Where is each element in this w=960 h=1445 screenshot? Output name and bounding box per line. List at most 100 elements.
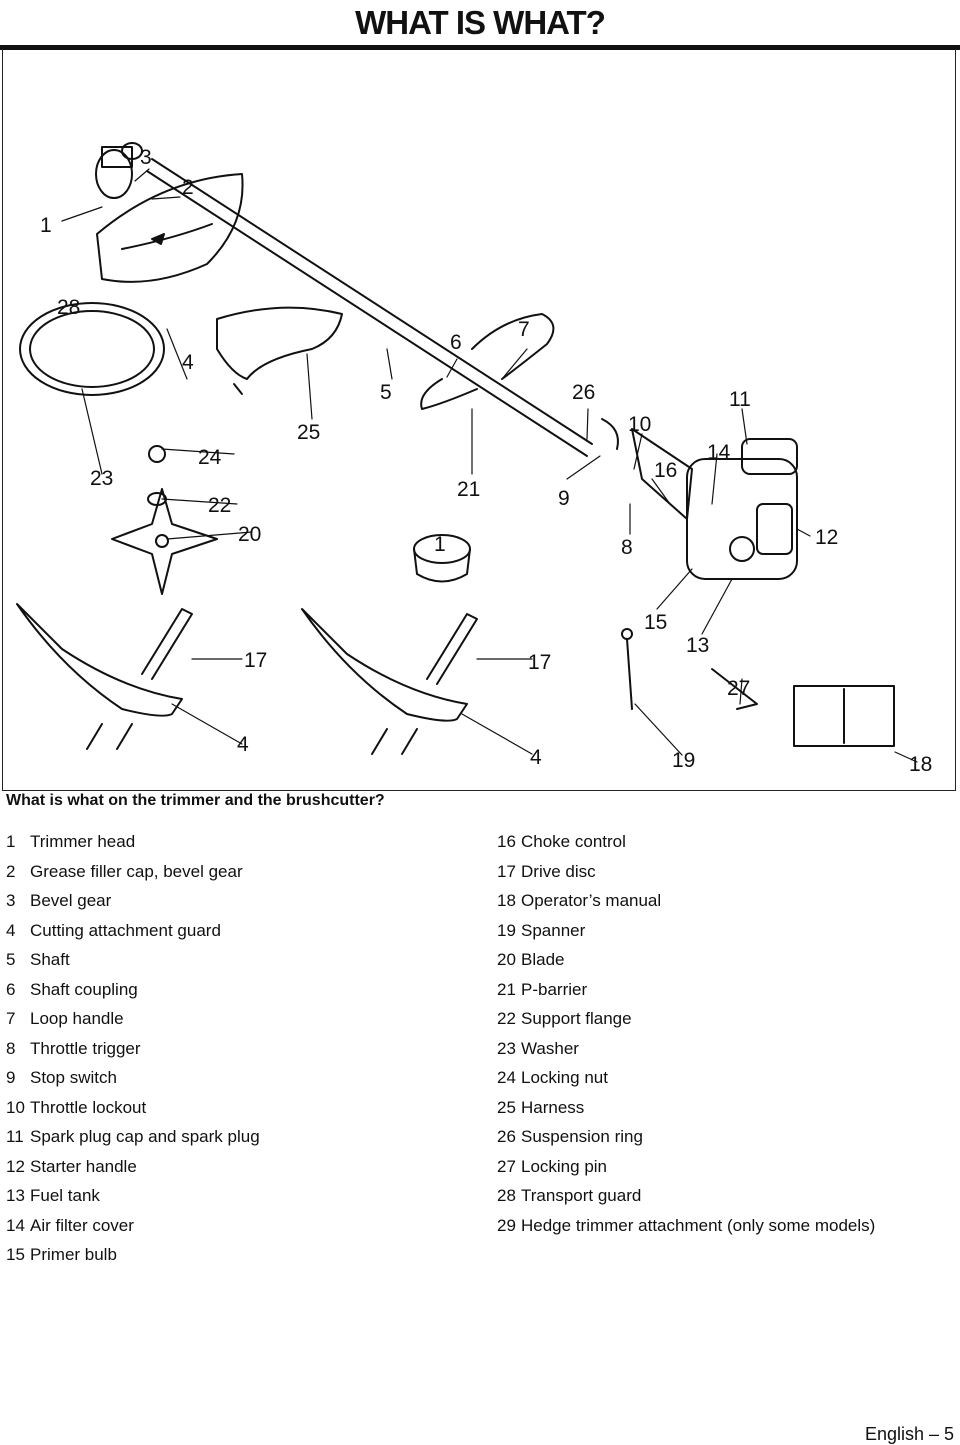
part-label: Locking nut [521,1068,608,1087]
callout-11: 11 [729,388,751,411]
part-label: Washer [521,1038,579,1058]
callout-25: 25 [297,421,320,444]
part-label: Suspension ring [521,1127,643,1146]
leader-lines [61,168,918,763]
guard-assembly-middle-drawing [301,608,478,755]
part-number: 6 [6,979,16,999]
part-label: Shaft [30,950,70,969]
part-label: Fuel tank [30,1186,100,1205]
part-number: 21 [497,979,516,999]
part-label: Primer bulb [30,1245,117,1264]
callout-1b: 1 [434,533,446,556]
list-item: 13 Fuel tank [6,1185,260,1215]
trimmer-brushcutter-illustration: 1 3 2 28 4 5 6 7 26 25 11 10 14 16 23 24… [16,142,932,776]
callout-8: 8 [621,536,633,559]
blade-drawing [111,488,218,595]
list-item: 15 Primer bulb [6,1244,260,1274]
callout-26: 26 [572,381,595,404]
part-label: Throttle trigger [30,1038,141,1058]
callout-12: 12 [815,526,838,549]
list-item: 5 Shaft [6,949,260,979]
list-item: 18 Operator’s manual [497,890,875,920]
callout-18: 18 [909,753,932,776]
part-number: 17 [497,861,516,881]
part-label: Support flange [521,1009,632,1028]
list-item: 26 Suspension ring [497,1126,875,1156]
part-number: 14 [6,1215,25,1235]
callout-2: 2 [182,176,194,199]
list-item: 22 Support flange [497,1008,875,1038]
callout-17a: 17 [244,649,267,672]
part-label: Blade [521,950,565,969]
part-label: Spark plug cap and spark plug [30,1127,260,1146]
part-label: Transport guard [521,1186,642,1205]
part-number: 29 [497,1215,516,1235]
list-item: 20 Blade [497,949,875,979]
callout-6: 6 [450,331,462,354]
callout-4c: 4 [530,746,542,769]
list-item: 8 Throttle trigger [6,1038,260,1068]
header-rule [0,45,960,50]
part-label: Grease filler cap, bevel gear [30,861,243,881]
part-label: Bevel gear [30,891,112,910]
callout-16: 16 [654,459,677,482]
part-label: Loop handle [30,1009,124,1028]
transport-guard-drawing [19,302,165,396]
part-number: 5 [6,950,16,969]
part-number: 13 [6,1186,25,1205]
engine-drawing [601,418,798,580]
part-number: 22 [497,1009,516,1028]
callout-4b: 4 [237,733,249,756]
locking-pin-drawing [711,668,758,710]
callout-24: 24 [198,446,222,469]
part-label: Choke control [521,832,626,851]
part-number: 8 [6,1038,16,1058]
callout-15: 15 [644,611,667,634]
cutting-guard-drawing [96,173,244,283]
part-label: Stop switch [30,1068,117,1087]
list-item: 7 Loop handle [6,1008,260,1038]
part-label: Starter handle [30,1156,137,1176]
callout-23: 23 [90,467,113,490]
callout-numbers: 1 3 2 28 4 5 6 7 26 25 11 10 14 16 23 24… [40,146,932,776]
part-label: Spanner [521,920,586,940]
list-item: 6 Shaft coupling [6,979,260,1009]
loop-handle-drawing [420,313,555,410]
page-footer: English – 5 [864,1424,954,1444]
part-label: Operator’s manual [521,891,662,910]
callout-27: 27 [727,677,750,700]
part-number: 20 [497,950,516,969]
part-number: 15 [6,1245,25,1264]
part-number: 18 [497,891,516,910]
list-item: 16 Choke control [497,831,875,861]
shaft-drawing [146,158,593,457]
part-label: Hedge trimmer attachment (only some mode… [521,1215,876,1235]
callout-1a: 1 [40,214,52,237]
callout-28: 28 [57,296,80,319]
part-number: 16 [497,832,516,851]
part-label: Harness [521,1097,585,1117]
part-number: 26 [497,1127,516,1146]
part-label: Throttle lockout [30,1097,147,1117]
part-label: Shaft coupling [30,979,138,999]
part-number: 27 [497,1156,516,1176]
part-number: 19 [497,920,516,940]
part-label: Drive disc [521,861,596,881]
part-number: 7 [6,1009,16,1028]
callout-21: 21 [457,478,480,501]
part-label: Trimmer head [30,832,136,851]
spanner-drawing [621,628,633,710]
